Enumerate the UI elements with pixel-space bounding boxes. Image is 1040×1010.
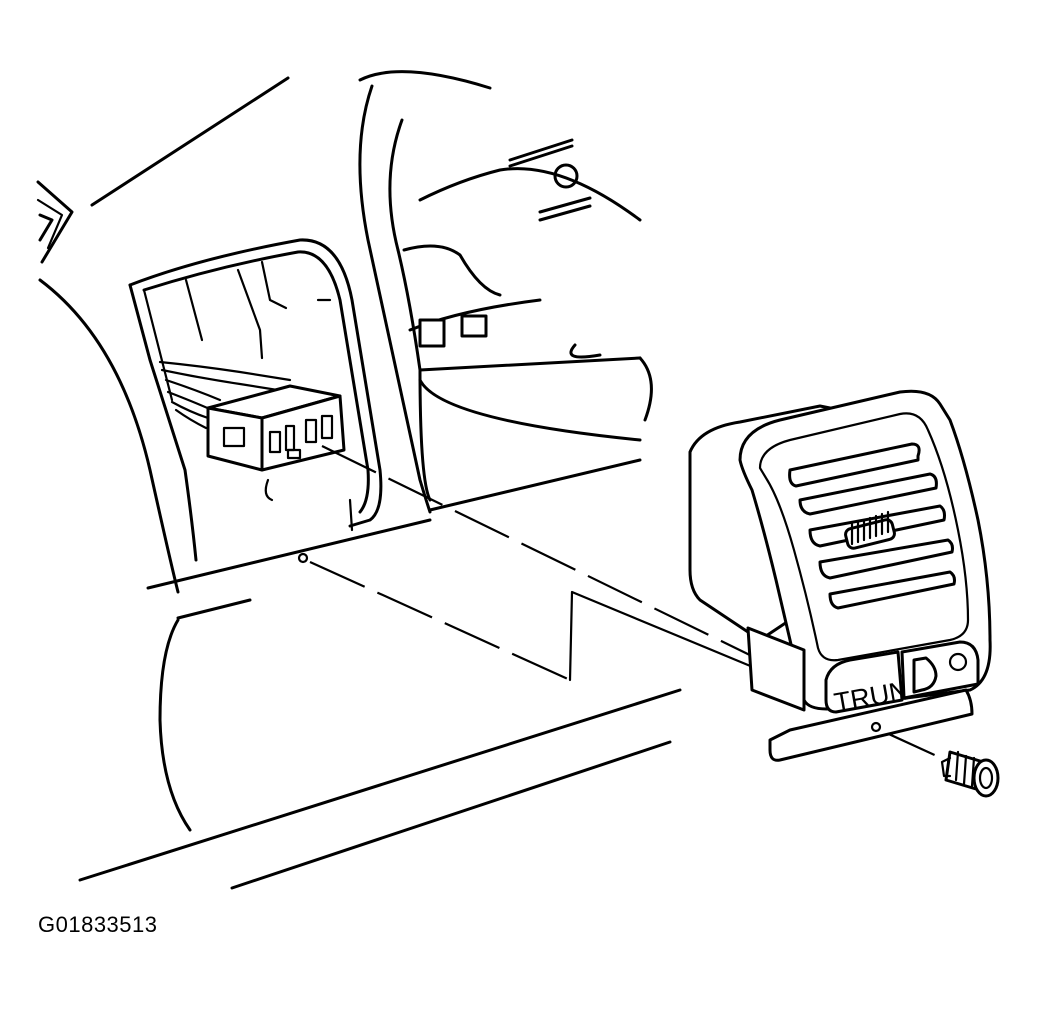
center-console-cavity (396, 138, 653, 502)
instrument-panel-opening (128, 238, 383, 562)
air-outlet-switch-panel (688, 389, 992, 762)
dimmer-switch (900, 640, 980, 700)
panel-screw-hole (297, 552, 309, 564)
figure-id-label: G01833513 (38, 912, 158, 937)
instrument-panel-body (36, 70, 682, 890)
wiring-harness-connector (206, 384, 346, 472)
retaining-screw (940, 750, 1000, 798)
alignment-lines (309, 445, 951, 764)
